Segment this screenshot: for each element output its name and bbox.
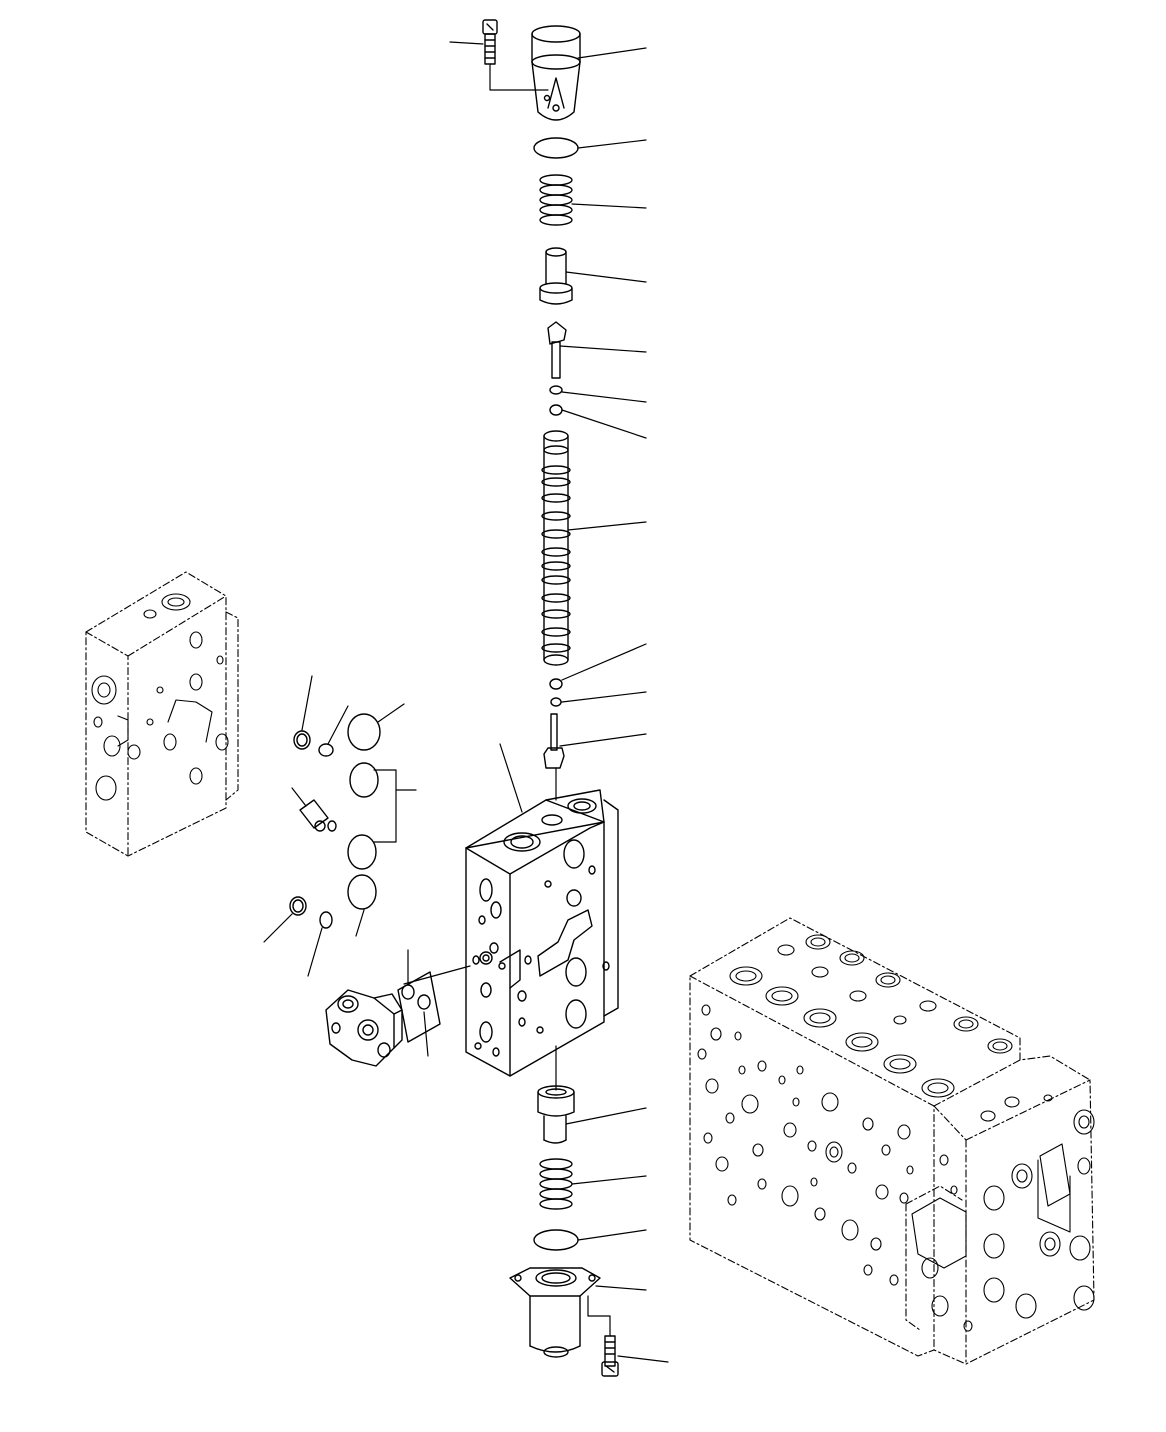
small-o-ring-b[interactable] <box>550 405 562 415</box>
small-o-ring-c[interactable] <box>550 679 562 689</box>
spring-bottom[interactable] <box>540 1159 572 1209</box>
side-o-ring-7[interactable] <box>290 897 306 915</box>
spring-seat-top[interactable] <box>540 248 572 304</box>
section-outline-ghost <box>86 572 238 856</box>
o-ring-top[interactable] <box>534 138 578 158</box>
control-valve-assembly-ghost <box>690 918 1094 1364</box>
cap-screw-bottom[interactable] <box>602 1336 618 1376</box>
end-cover-bottom[interactable] <box>510 1268 600 1357</box>
small-o-ring-d[interactable] <box>551 698 561 706</box>
spring-seat-bottom[interactable] <box>538 1086 574 1143</box>
side-plug[interactable] <box>300 800 336 831</box>
side-o-ring-5[interactable] <box>348 835 376 869</box>
side-o-ring-3[interactable] <box>348 714 380 750</box>
leader-lines-bottom <box>566 1108 668 1362</box>
side-o-ring-2[interactable] <box>319 744 333 756</box>
spring-top[interactable] <box>540 175 572 225</box>
plunger-top[interactable] <box>548 322 566 378</box>
side-o-ring-4[interactable] <box>350 763 378 797</box>
end-cap-top[interactable] <box>532 26 580 120</box>
valve-section-body[interactable] <box>466 790 618 1076</box>
cap-screw-top[interactable] <box>483 20 497 64</box>
leader-lines-side <box>264 676 428 1056</box>
relief-valve-block[interactable] <box>326 990 402 1066</box>
section-outline-ghost-details <box>92 594 228 800</box>
side-o-ring-8[interactable] <box>320 912 332 928</box>
spool[interactable] <box>542 431 570 665</box>
side-o-ring-1[interactable] <box>294 731 310 749</box>
o-ring-bottom[interactable] <box>534 1230 578 1250</box>
small-o-ring-a[interactable] <box>550 386 562 394</box>
side-o-ring-6[interactable] <box>348 875 376 909</box>
side-gasket[interactable] <box>398 972 440 1042</box>
leader-lines-top <box>450 42 646 746</box>
control-valve-assembly-ghost-ports <box>698 935 1094 1331</box>
side-o-ring-10[interactable] <box>418 995 430 1009</box>
pin[interactable] <box>544 714 564 768</box>
